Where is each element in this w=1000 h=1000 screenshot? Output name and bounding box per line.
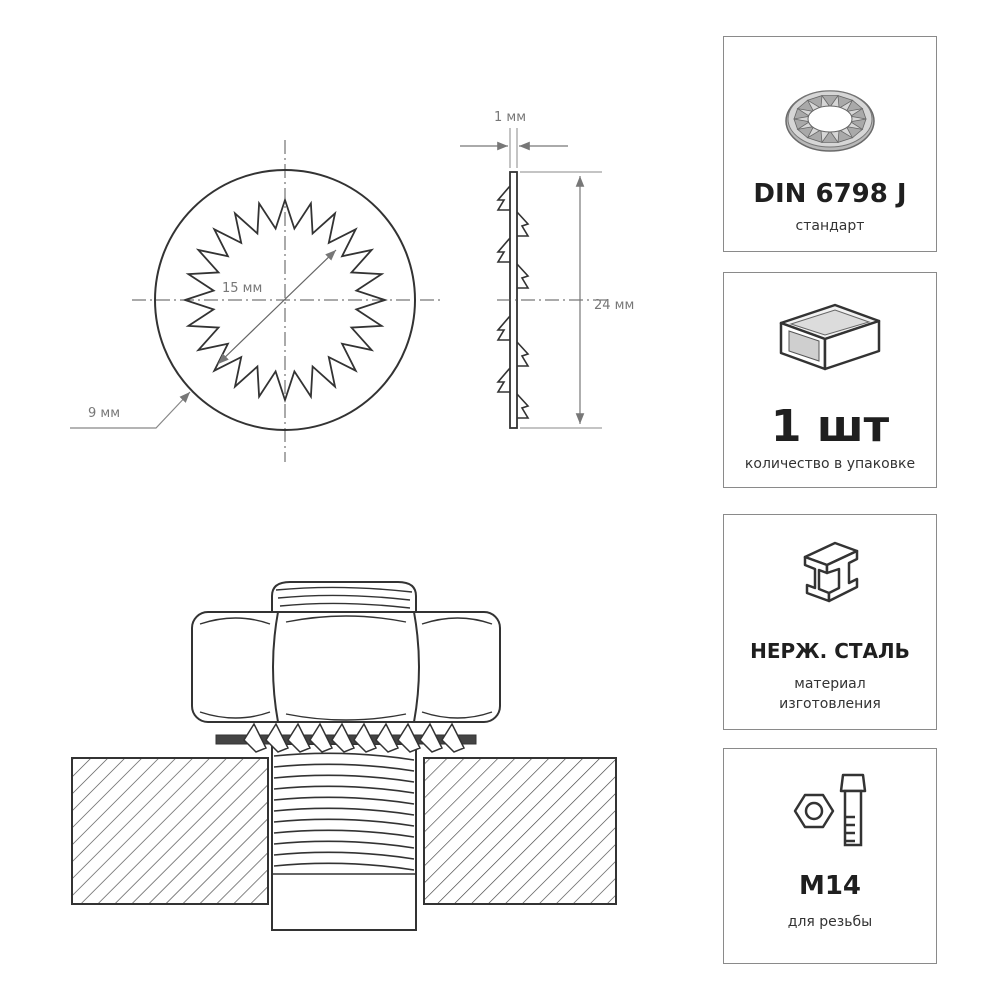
material-caption-line2: изготовления [779, 696, 881, 712]
washer-side-view [460, 128, 610, 429]
box-icon [724, 293, 936, 373]
material-caption-line1: материал [794, 676, 866, 692]
inner-diameter-label: 15 мм [222, 281, 262, 296]
thread-caption: для резьбы [787, 914, 873, 930]
steel-beam-icon [724, 537, 936, 609]
outer-diameter-label: 24 мм [594, 298, 634, 313]
lock-washer-icon [724, 83, 936, 155]
quantity-value: 1 шт [770, 401, 890, 452]
quantity-card: 1 шт количество в упаковке [723, 272, 937, 488]
technical-drawing: 15 мм 9 мм 1 мм 24 мм [70, 110, 634, 931]
standard-card: DIN 6798 J стандарт [723, 36, 937, 252]
assembly-view [71, 581, 617, 931]
quantity-caption: количество в упаковке [744, 456, 916, 472]
material-card: НЕРЖ. СТАЛЬ материал изготовления [723, 514, 937, 730]
thread-card: M14 для резьбы [723, 748, 937, 964]
thickness-label: 1 мм [494, 110, 526, 125]
thread-value: M14 [798, 871, 862, 901]
teeth-diameter-label: 9 мм [88, 406, 120, 421]
standard-value: DIN 6798 J [753, 179, 907, 209]
bolt-nut-icon [724, 771, 936, 851]
material-value: НЕРЖ. СТАЛЬ [750, 639, 910, 663]
washer-front-view [70, 140, 440, 462]
standard-caption: стандарт [795, 218, 865, 234]
